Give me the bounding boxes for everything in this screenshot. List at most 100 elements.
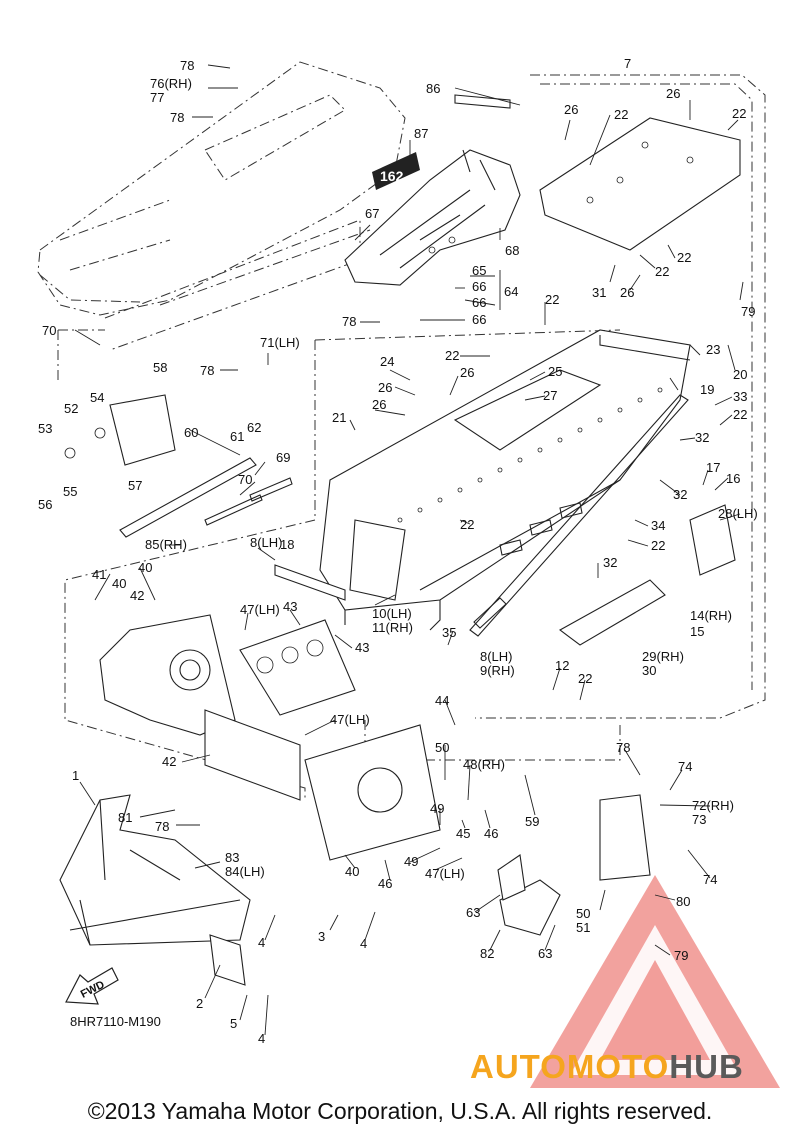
callout-51: 54 <box>90 390 104 405</box>
fwd-arrow: FWD <box>65 967 119 1005</box>
callout-labels: 78 76(RH) 77 78 86 87 67 68 65 66 64 66 … <box>38 56 758 1046</box>
callout-67: 69 <box>276 450 290 465</box>
callout-50: 53 <box>38 421 52 436</box>
callout-25: 26 <box>372 397 386 412</box>
radiator-39 <box>239 619 356 716</box>
callout-22: 22 <box>578 671 592 686</box>
callout-23: 24 <box>380 354 394 369</box>
callout-71-lh: 72(RH) <box>692 798 734 813</box>
callout-49: 52 <box>64 401 78 416</box>
callout-59: 62 <box>247 420 261 435</box>
rear-tunnel-outline <box>37 61 406 351</box>
callout-22: 22 <box>655 264 669 279</box>
callout-5: 5 <box>230 1016 237 1031</box>
callout-44: 47(LH) <box>240 602 280 617</box>
leader-lines <box>74 64 744 1036</box>
callout-16: 17 <box>706 460 720 475</box>
callout-8-lh: 8(LH) <box>480 649 513 664</box>
callout-61: 63 <box>538 946 552 961</box>
callout-27: 28(LH) <box>718 506 758 521</box>
callout-24: 23 <box>706 342 720 357</box>
callout-62: 64 <box>504 284 518 299</box>
callout-66: 68 <box>505 243 519 258</box>
callout-47-lh: 50 <box>576 906 590 921</box>
callout-26: 26 <box>564 102 578 117</box>
part-87-strip <box>454 94 511 109</box>
callout-74: 74 <box>678 759 692 774</box>
callout-69: 70 <box>42 323 56 338</box>
callout-23: 25 <box>548 364 562 379</box>
callout-70: 71(LH) <box>260 335 300 350</box>
callout-22: 22 <box>651 538 665 553</box>
callout-34: 40 <box>138 560 152 575</box>
callout-31: 32 <box>603 555 617 570</box>
callout-86: 85(RH) <box>145 537 187 552</box>
callout-4: 4 <box>360 936 367 951</box>
callout-6: 7 <box>624 56 631 71</box>
callout-31: 32 <box>695 430 709 445</box>
upper-cover <box>344 149 521 286</box>
heat-exchanger-38 <box>204 709 301 801</box>
plate-2 <box>209 934 246 986</box>
callout-22: 22 <box>445 348 459 363</box>
callout-29-rh: 30 <box>642 663 656 678</box>
callout-40: 44 <box>435 693 449 708</box>
callout-39: 43 <box>283 599 297 614</box>
front-frame-1 <box>59 794 251 946</box>
callout-32: 33 <box>733 389 747 404</box>
callout-19: 20 <box>733 367 747 382</box>
callout-22: 22 <box>460 517 474 532</box>
watermark-logo <box>530 875 780 1088</box>
callout-57: 60 <box>184 425 198 440</box>
callout-31: 32 <box>673 487 687 502</box>
callout-72-rh: 73 <box>692 812 706 827</box>
callout-88: 87 <box>414 126 428 141</box>
rail-8-9 <box>469 394 689 637</box>
callout-64: 66 <box>472 312 486 327</box>
callout-79: 80 <box>676 894 690 909</box>
callout-43: 48(RH) <box>463 757 505 772</box>
callout-26: 27 <box>543 388 557 403</box>
callout-14-rh: 15 <box>690 624 704 639</box>
callout-63: 65 <box>472 263 486 278</box>
callout-18: 19 <box>700 382 714 397</box>
callout-80: 81 <box>118 810 132 825</box>
callout-77: 78 <box>155 819 169 834</box>
callout-65: 66 <box>472 279 486 294</box>
callout-17: 18 <box>280 537 294 552</box>
callout-83: 79 <box>741 304 755 319</box>
rear-bracket-71-72 <box>599 794 651 881</box>
callout-60: 63 <box>466 905 480 920</box>
bracket-13-14 <box>689 504 736 576</box>
callout-37: 42 <box>130 588 144 603</box>
callout-36: 41 <box>92 567 106 582</box>
watermark-text: AUTOMOTOHUB <box>470 1048 744 1086</box>
engine-mount-17 <box>274 564 346 601</box>
callout-20: 21 <box>332 410 346 425</box>
callout-53: 56 <box>38 497 52 512</box>
callout-21: 22 <box>614 107 628 122</box>
decal-162: 162 <box>372 152 420 190</box>
runner-28-29 <box>558 579 666 646</box>
callout-82: 78 <box>180 58 194 73</box>
callout-28-lh: 29(RH) <box>642 649 684 664</box>
callout-3: 3 <box>318 929 325 944</box>
callout-81: 82 <box>480 946 494 961</box>
rear-plate-21 <box>539 117 741 251</box>
callout-46: 50 <box>435 740 449 755</box>
callout-42: 46 <box>484 826 498 841</box>
callout-12: 12 <box>555 658 569 673</box>
callout-4: 4 <box>258 935 265 950</box>
callout-26: 26 <box>620 285 634 300</box>
callout-2: 2 <box>196 996 203 1011</box>
callout-22: 22 <box>545 292 559 307</box>
callout-40: 46 <box>378 876 392 891</box>
callout-32: 34 <box>651 518 665 533</box>
decal-text: 162 <box>380 168 404 184</box>
main-tunnel <box>319 329 691 631</box>
mount-49 <box>64 394 176 466</box>
callout-87: 86 <box>426 81 440 96</box>
callout-76-rh: 77 <box>150 90 164 105</box>
callout-40: 43 <box>355 640 369 655</box>
callout-43: 49 <box>404 854 418 869</box>
